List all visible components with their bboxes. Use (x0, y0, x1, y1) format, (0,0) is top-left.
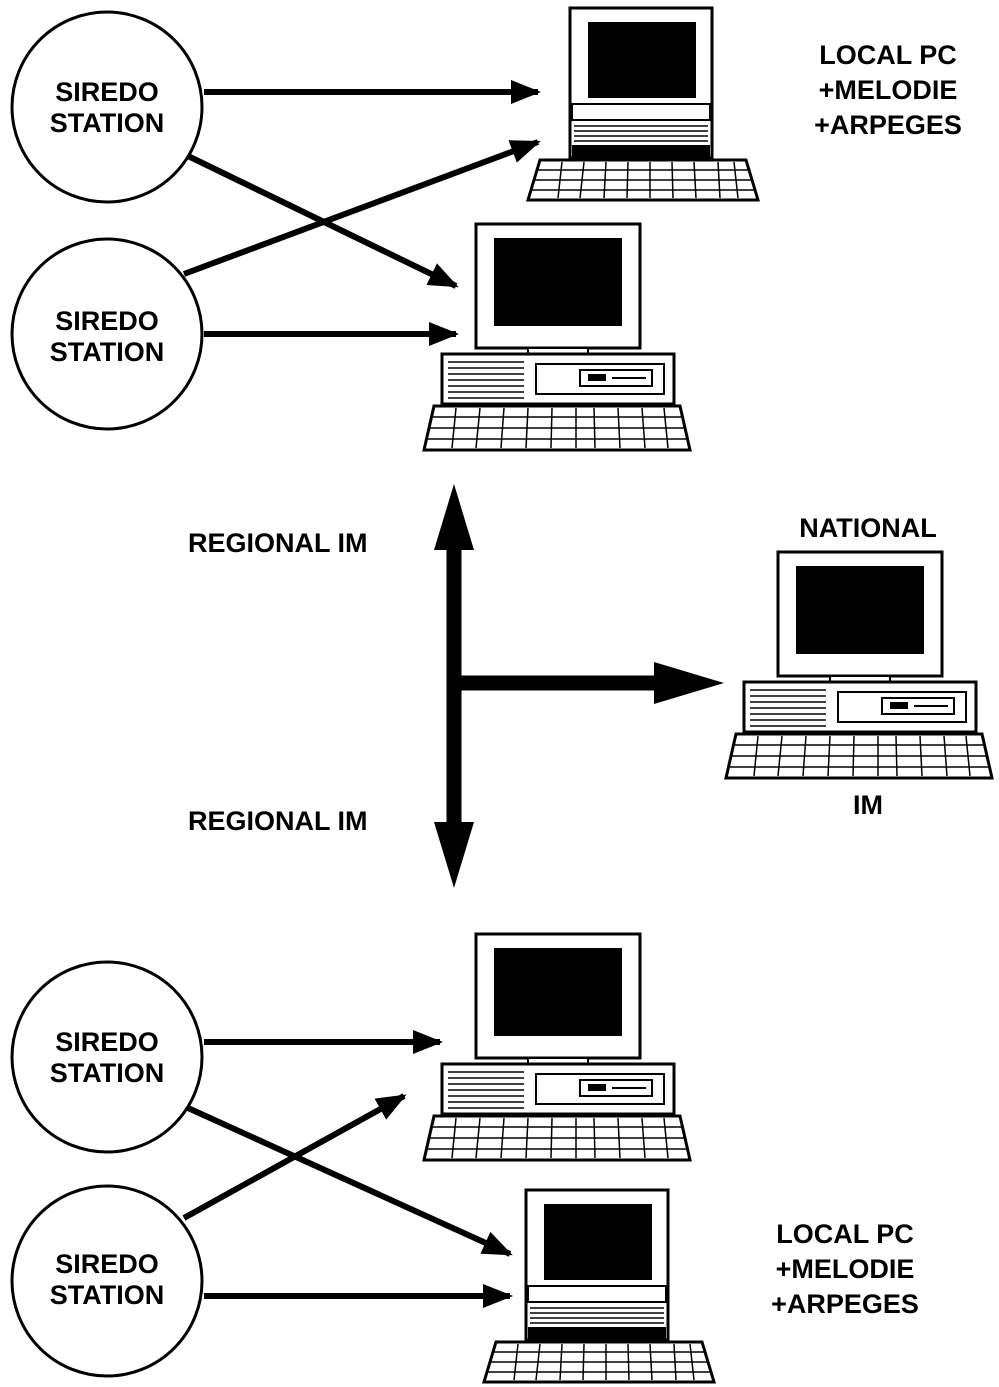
regional-im-lower-label: REGIONAL IM (188, 806, 368, 836)
desktop-computer-icon (422, 932, 692, 1162)
regional-im-upper-label: REGIONAL IM (188, 528, 368, 558)
local-pc-bottom-line1: LOCAL PC (776, 1219, 914, 1249)
local-pc-top-line2: +MELODIE (819, 75, 958, 105)
national-label-top: NATIONAL (799, 513, 936, 543)
station-3-label-line2: STATION (50, 1058, 165, 1088)
regional-double-arrow-icon (434, 484, 724, 888)
local-pc-bottom-line2: +MELODIE (776, 1254, 915, 1284)
local-pc-top-line1: LOCAL PC (819, 40, 957, 70)
local-pc-top-line3: +ARPEGES (814, 110, 962, 140)
arrow-icon (182, 139, 541, 277)
desktop-computer-icon (422, 222, 692, 452)
arrow-icon (182, 1093, 407, 1221)
station-2-label-line2: STATION (50, 337, 165, 367)
desktop-computer-icon (724, 550, 994, 780)
station-2-label-line1: SIREDO (55, 306, 159, 336)
station-4-label-line1: SIREDO (55, 1249, 159, 1279)
station-3-label-line1: SIREDO (55, 1027, 159, 1057)
station-circle-4 (10, 1184, 204, 1378)
station-1-label-line1: SIREDO (55, 77, 159, 107)
station-circle-2 (10, 237, 204, 431)
station-circle-1 (10, 10, 204, 204)
station-1-label-line2: STATION (50, 108, 165, 138)
station-circle-3 (10, 960, 204, 1154)
compact-computer-icon (526, 6, 760, 202)
station-4-label-line2: STATION (50, 1280, 165, 1310)
national-label-bottom: IM (853, 790, 883, 820)
compact-computer-icon (482, 1188, 716, 1384)
local-pc-bottom-line3: +ARPEGES (771, 1289, 919, 1319)
arrow-icon (186, 1105, 513, 1257)
